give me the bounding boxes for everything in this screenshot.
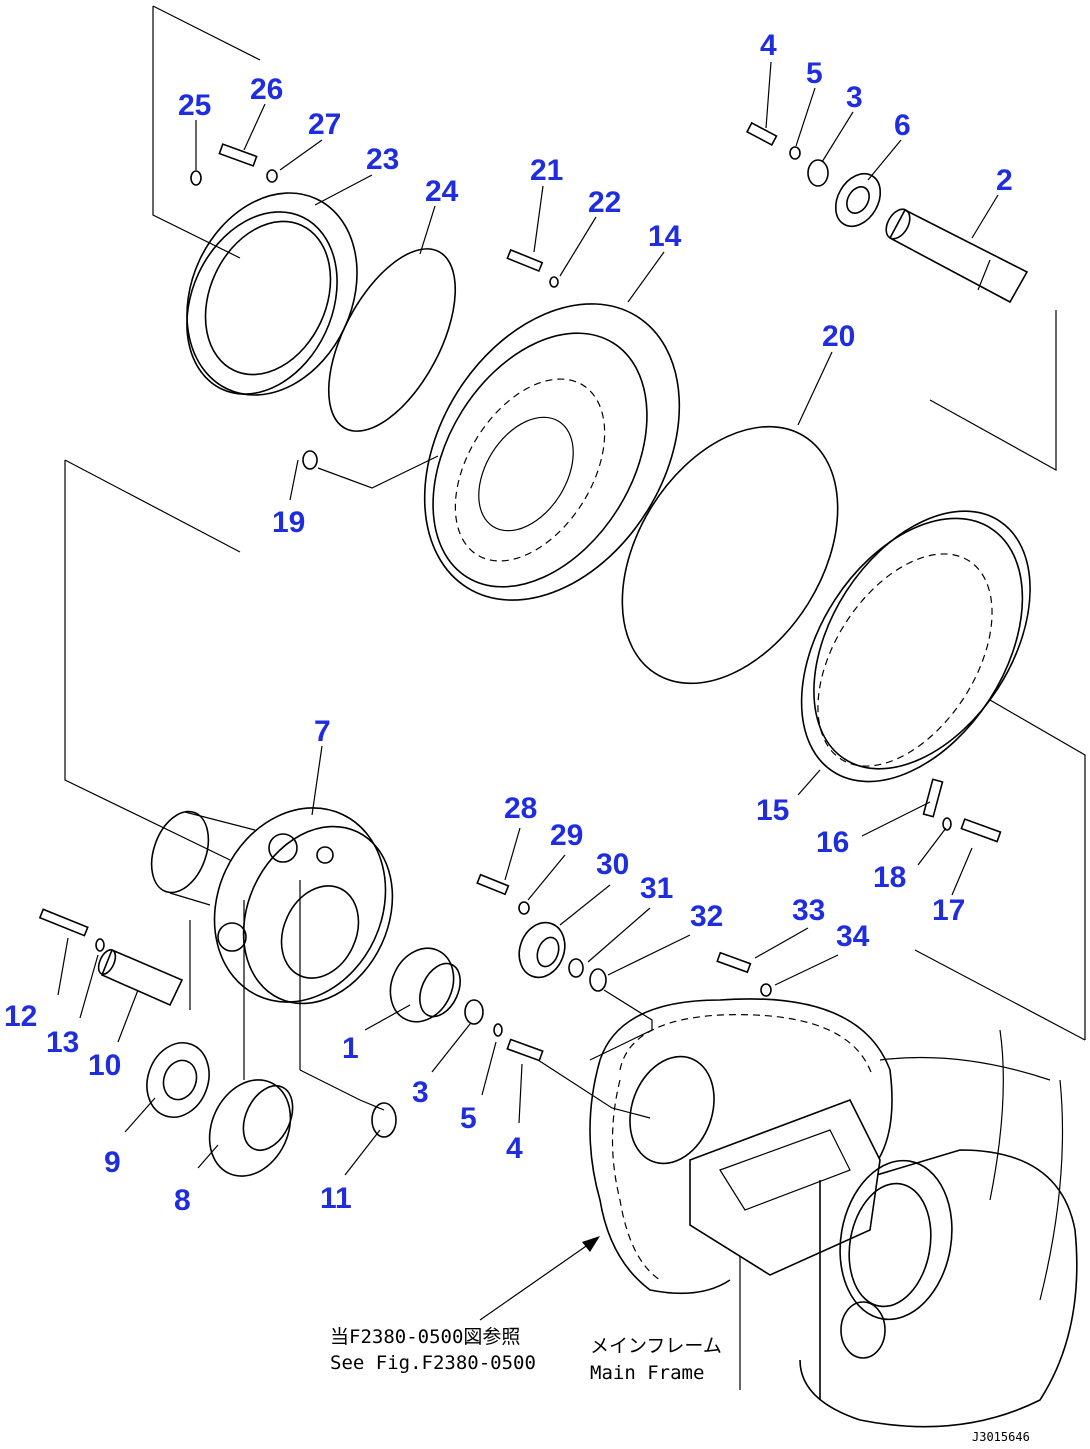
callout-9: 9 [104,1146,121,1179]
leader-lines [57,61,999,1176]
callout-25: 25 [178,89,211,122]
main-frame [589,998,1078,1428]
callout-3: 3 [846,81,863,114]
callout-3-lower: 3 [412,1076,429,1109]
callout-20: 20 [822,320,855,353]
callout-6: 6 [894,109,911,142]
callout-30: 30 [596,848,629,881]
carrier-internals [38,908,461,1177]
cover-assembly [476,873,607,992]
callout-34: 34 [836,920,870,953]
callout-4: 4 [760,29,777,62]
callout-24: 24 [425,175,459,208]
part-6-bearing [834,172,882,228]
callout-16: 16 [816,826,849,859]
callout-29: 29 [550,819,583,852]
callout-labels: 4 5 3 6 2 25 26 27 23 24 21 22 14 20 19 … [4,29,1013,1217]
callout-10: 10 [88,1049,121,1082]
hardware-bottom-middle [464,999,544,1062]
callout-32: 32 [690,900,723,933]
callout-22: 22 [588,186,621,219]
callout-4-lower: 4 [506,1132,523,1165]
callout-27: 27 [308,108,341,141]
main-frame-label-en: Main Frame [590,1362,704,1384]
callout-7: 7 [314,715,331,748]
callout-18: 18 [873,861,906,894]
callout-15: 15 [756,794,789,827]
callout-8: 8 [174,1184,191,1217]
part-7-carrier [150,807,394,1005]
callout-11: 11 [320,1182,352,1215]
hardware-right [716,778,1002,997]
callout-19: 19 [272,506,305,539]
small-bolts-top [190,143,559,470]
reference-arrow [479,1236,600,1321]
reference-note-jp: 当F2380-0500図参照 [330,1326,520,1348]
drawing-code: J3015646 [972,1430,1030,1444]
callout-23: 23 [366,143,399,176]
part-14-housing [423,303,681,601]
main-frame-label: メインフレーム Main Frame [590,1335,722,1384]
hardware-top-right [745,121,829,187]
callout-2: 2 [996,164,1013,197]
part-20-o-ring [621,425,839,685]
reference-note-en: See Fig.F2380-0500 [330,1352,536,1374]
part-2-shaft [885,208,1029,304]
callout-28: 28 [504,792,537,825]
callout-33: 33 [792,894,825,927]
callout-5-lower: 5 [460,1102,477,1135]
callout-14: 14 [648,220,682,253]
callout-31: 31 [640,872,673,905]
reference-note: 当F2380-0500図参照 See Fig.F2380-0500 [330,1326,536,1374]
callout-17: 17 [932,894,965,927]
callout-12: 12 [4,1000,37,1033]
main-frame-label-jp: メインフレーム [590,1335,722,1357]
part-23-retainer [186,192,358,396]
callout-21: 21 [530,154,563,187]
frame-lines [64,5,1086,1390]
part-24-o-ring [327,248,457,432]
callout-1: 1 [342,1032,359,1065]
callout-13: 13 [46,1026,79,1059]
callout-26: 26 [250,73,283,106]
part-15-ring-gear [800,510,1031,783]
callout-5: 5 [806,57,823,90]
